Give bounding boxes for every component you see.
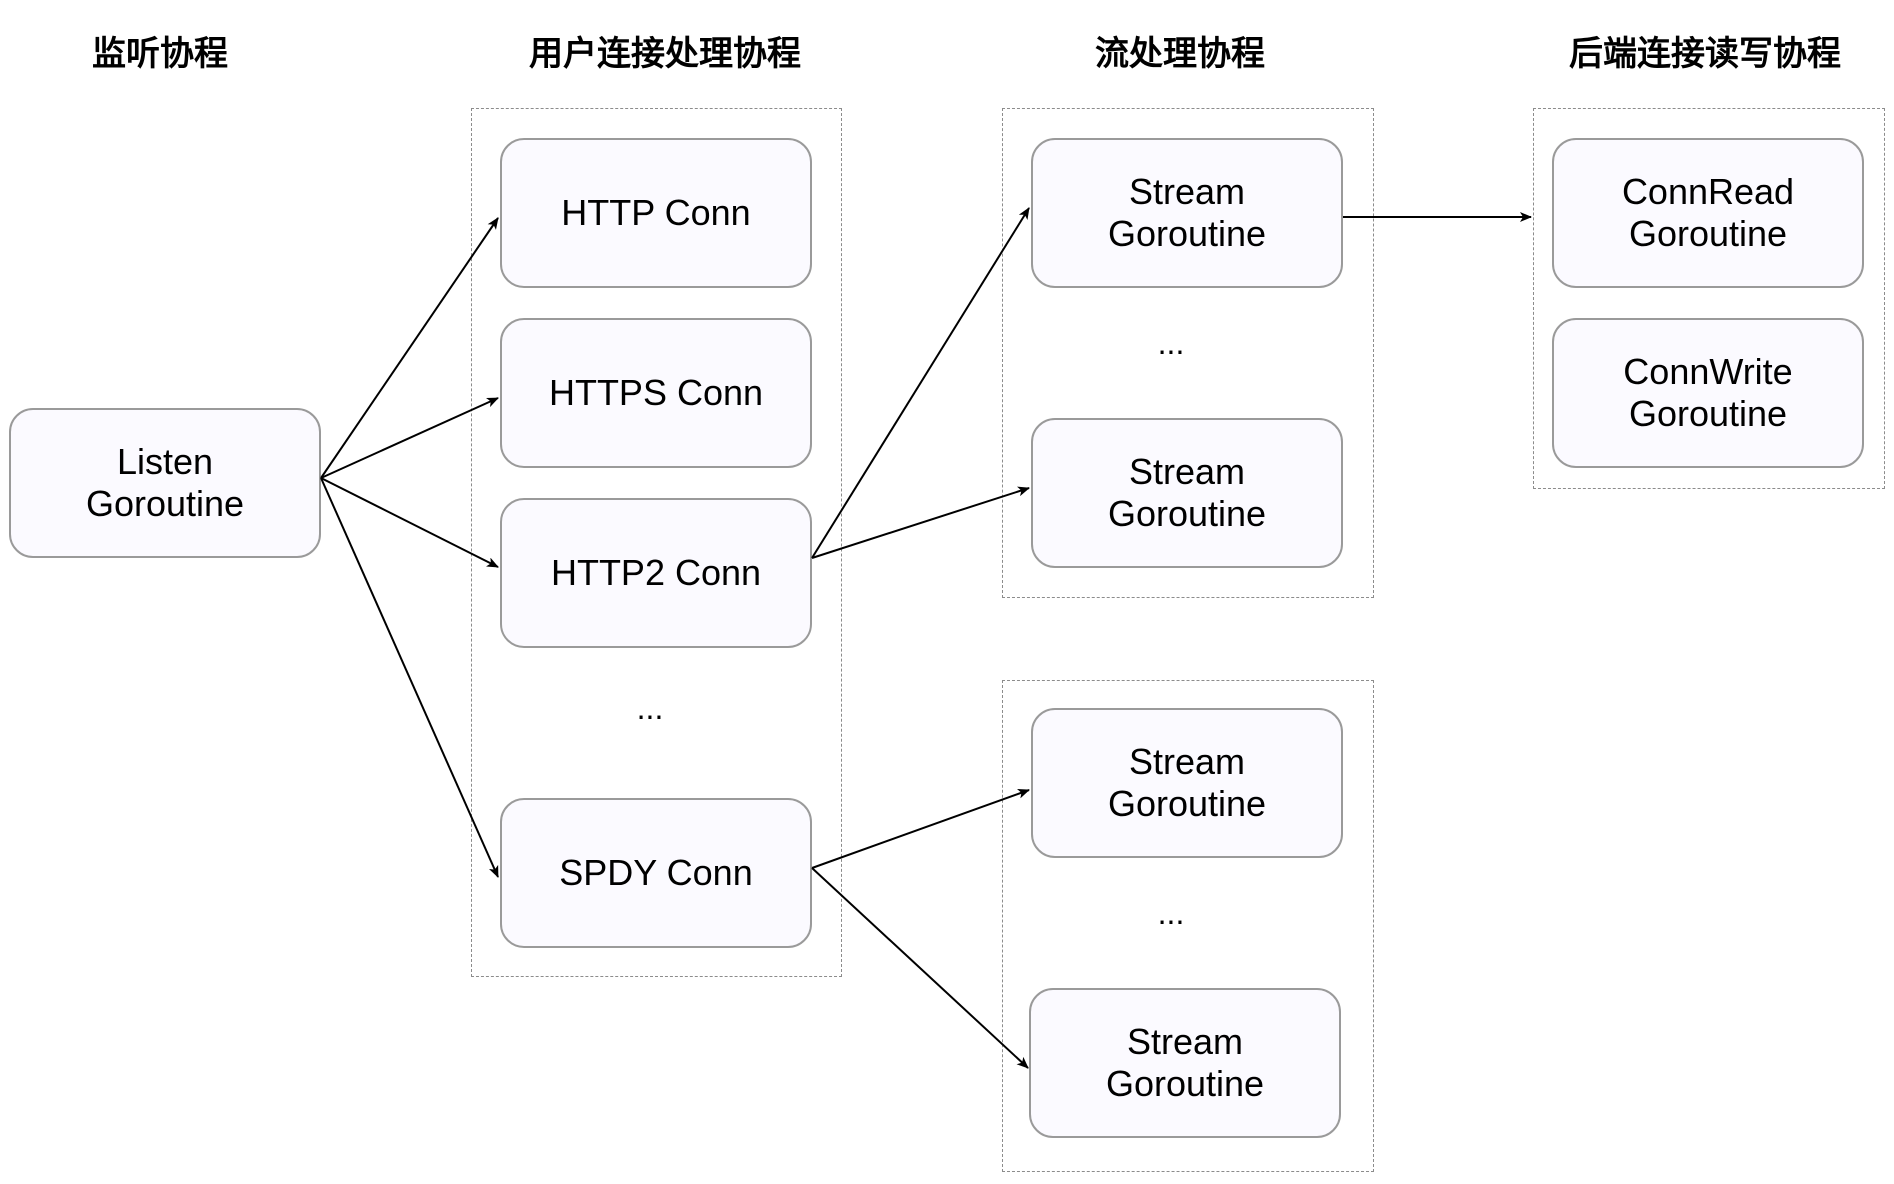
edge-spdy-stream4 (811, 867, 1029, 1069)
conn-group (471, 108, 842, 977)
edge-listen-http (320, 217, 499, 479)
edge-http2-stream1 (811, 207, 1030, 559)
http-conn-node: HTTP Conn (500, 138, 812, 288)
column-title-listen: 监听协程 (92, 34, 228, 74)
stream-goroutine-node-4: Stream Goroutine (1029, 988, 1341, 1138)
https-conn-node: HTTPS Conn (500, 318, 812, 468)
backend-group (1533, 108, 1885, 489)
edge-http2-stream2 (811, 486, 1030, 559)
stream-group-top (1002, 108, 1374, 598)
listen-goroutine-node: Listen Goroutine (9, 408, 321, 558)
stream-ellipsis-bottom: ... (1157, 895, 1185, 931)
edge-listen-https (320, 397, 499, 479)
conn-ellipsis: ... (636, 690, 664, 726)
column-title-backend: 后端连接读写协程 (1569, 34, 1841, 74)
column-title-stream: 流处理协程 (1095, 34, 1265, 74)
stream-group-bottom (1002, 680, 1374, 1172)
edge-listen-spdy (320, 477, 499, 878)
stream-goroutine-node-1: Stream Goroutine (1031, 138, 1343, 288)
connwrite-goroutine-node: ConnWrite Goroutine (1552, 318, 1864, 468)
connread-goroutine-node: ConnRead Goroutine (1552, 138, 1864, 288)
stream-goroutine-node-2: Stream Goroutine (1031, 418, 1343, 568)
http2-conn-node: HTTP2 Conn (500, 498, 812, 648)
stream-goroutine-node-3: Stream Goroutine (1031, 708, 1343, 858)
edge-listen-http2 (320, 477, 499, 568)
edge-spdy-stream3 (811, 789, 1030, 869)
spdy-conn-node: SPDY Conn (500, 798, 812, 948)
stream-ellipsis-top: ... (1157, 325, 1185, 361)
column-title-conn: 用户连接处理协程 (529, 34, 801, 74)
